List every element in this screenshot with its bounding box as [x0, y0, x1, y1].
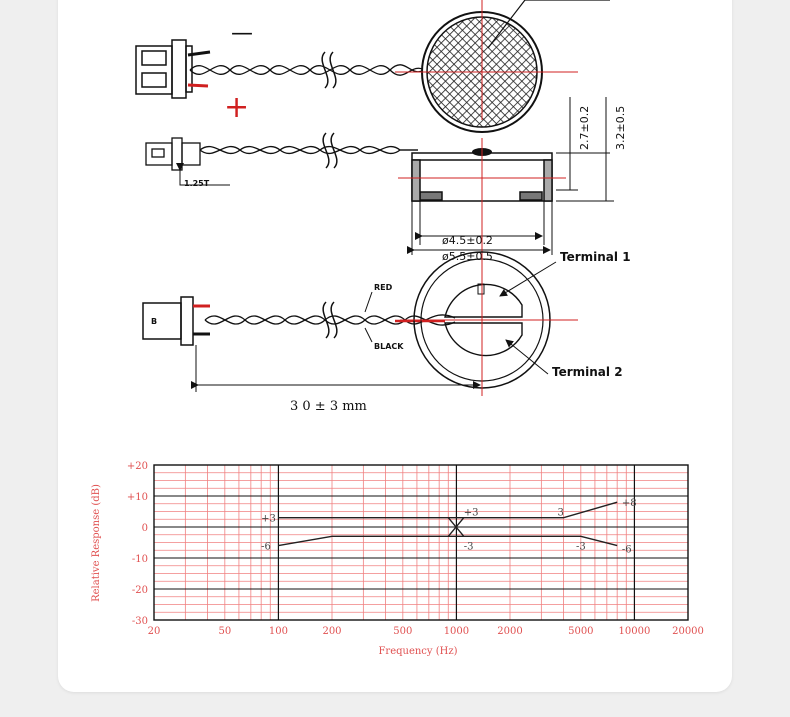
diameter-inner: ø4.5±0.2 — [442, 234, 493, 247]
minus-sign: — — [231, 21, 253, 46]
x-tick-label: 500 — [393, 626, 412, 637]
series-line-1 — [278, 535, 618, 547]
connector-top — [135, 39, 193, 99]
height-inner: 2.7±0.2 — [578, 106, 591, 150]
y-tick-label: +20 — [127, 461, 148, 472]
plus-sign: + — [224, 90, 249, 125]
y-tick-label: -10 — [132, 554, 148, 565]
x-tick-label: 50 — [218, 626, 231, 637]
y-tick-label: +10 — [127, 492, 148, 503]
length-dim — [191, 345, 481, 392]
x-tick-label: 200 — [322, 626, 341, 637]
curve-annotation: +8 — [622, 498, 637, 509]
connector-bottom — [142, 296, 194, 346]
series-line-0 — [278, 501, 618, 519]
x-tick-label: 5000 — [568, 626, 593, 637]
top-view: — + — [135, 0, 610, 133]
curve-annotation: 3 — [558, 508, 564, 519]
connector-mark: B — [151, 317, 157, 326]
series-line-3 — [447, 517, 465, 537]
height-dims — [556, 97, 614, 202]
chart-frame — [153, 464, 689, 621]
y-tick-label: 0 — [142, 523, 148, 534]
curve-annotation: +3 — [261, 514, 276, 525]
x-tick-label: 20 — [148, 626, 161, 637]
height-outer: 3.2±0.5 — [614, 106, 627, 150]
y-tick-label: -30 — [132, 616, 148, 627]
chart-ylabel: Relative Response (dB) — [91, 484, 102, 602]
x-tick-label: 1000 — [444, 626, 469, 637]
terminal-1-label: Terminal 1 — [560, 250, 631, 264]
chart-xlabel: Frequency (Hz) — [378, 646, 457, 657]
twisted-wire-top — [189, 51, 426, 89]
card — [58, 0, 732, 692]
cable-length: 3 0 ± 3 mm — [290, 399, 367, 414]
side-view: 1.25T 2.7±0.2 3.2±0.5 — [145, 97, 627, 263]
x-tick-label: 10000 — [619, 626, 651, 637]
wire-label-black: BLACK — [374, 342, 404, 351]
curve-annotation: -3 — [464, 542, 474, 553]
curve-annotation: -6 — [261, 542, 271, 553]
terminal-2-pad — [444, 322, 523, 357]
bottom-view: B RED BLACK Terminal 1 Terminal 2 3 0 — [142, 250, 631, 414]
curve-annotation: +3 — [464, 508, 479, 519]
x-tick-label: 20000 — [672, 626, 704, 637]
twisted-wire-side — [199, 132, 418, 169]
curve-annotation: -6 — [622, 545, 632, 556]
x-tick-label: 2000 — [497, 626, 522, 637]
terminal-2-label: Terminal 2 — [552, 365, 623, 379]
connector-pitch: 1.25T — [184, 179, 210, 188]
connector-side — [145, 137, 201, 171]
x-tick-label: 100 — [269, 626, 288, 637]
terminal-1-pad — [444, 283, 523, 318]
wire-label-red: RED — [374, 283, 393, 292]
y-tick-label: -20 — [132, 585, 148, 596]
curve-annotation: -3 — [576, 542, 586, 553]
diameter-outer: ø5.5±0.5 — [442, 250, 493, 263]
